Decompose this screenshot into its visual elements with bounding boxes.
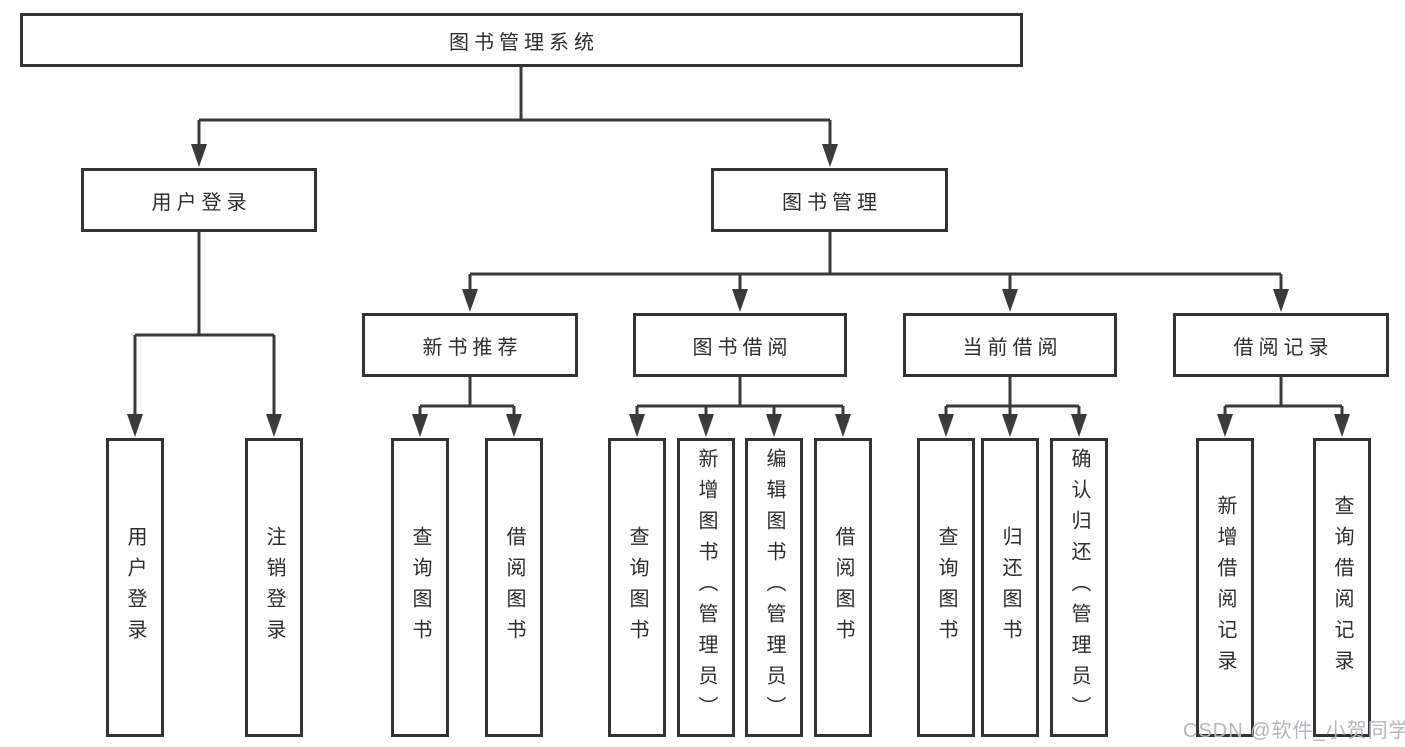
leaf-edit-book-admin: 编辑图书（管理员） xyxy=(745,438,803,737)
connector-user-login-split xyxy=(133,232,276,416)
leaf-label: 用户登录 xyxy=(124,525,146,650)
leaf-label: 借阅图书 xyxy=(503,525,525,650)
leaf-logout: 注销登录 xyxy=(245,438,303,737)
connector-borrow-record-split xyxy=(1223,377,1344,416)
leaf-label: 编辑图书（管理员） xyxy=(763,448,785,727)
node-label: 用户登录 xyxy=(151,191,252,214)
leaf-label: 归还图书 xyxy=(999,525,1021,650)
leaf-add-book-admin: 新增图书（管理员） xyxy=(677,438,735,737)
leaf-query-books-borrow: 查询图书 xyxy=(608,438,666,737)
watermark: CSDN @软件_小贺同学 xyxy=(1183,720,1405,742)
leaf-borrow-books-recommend: 借阅图书 xyxy=(485,438,543,737)
leaf-label: 新增图书（管理员） xyxy=(695,448,717,727)
node-new-book-recommend: 新书推荐 xyxy=(362,313,578,377)
node-label: 图书借阅 xyxy=(692,336,793,359)
leaf-label: 查询图书 xyxy=(409,525,431,650)
leaf-add-borrow-record: 新增借阅记录 xyxy=(1196,438,1254,737)
node-label: 图书管理 xyxy=(782,191,882,214)
node-root-system: 图书管理系统 xyxy=(20,13,1023,67)
arrow-down-icons xyxy=(127,144,1350,437)
leaf-label: 新增借阅记录 xyxy=(1214,494,1236,681)
connector-new-book-split xyxy=(418,377,516,416)
leaf-borrow-books: 借阅图书 xyxy=(814,438,872,737)
leaf-label: 查询图书 xyxy=(626,525,648,650)
connector-lines xyxy=(133,67,1344,416)
leaf-label: 借阅图书 xyxy=(832,525,854,650)
leaf-label: 确认归还（管理员） xyxy=(1068,448,1090,727)
node-label: 新书推荐 xyxy=(422,336,523,359)
connector-root xyxy=(197,67,832,146)
node-borrow-records: 借阅记录 xyxy=(1173,313,1389,377)
leaf-label: 查询图书 xyxy=(935,525,957,650)
node-book-borrow: 图书借阅 xyxy=(633,313,847,377)
node-label: 借阅记录 xyxy=(1233,336,1334,359)
connector-book-borrow-split xyxy=(635,377,845,416)
leaf-label: 查询借阅记录 xyxy=(1331,494,1353,681)
leaf-query-books-current: 查询图书 xyxy=(917,438,975,737)
leaf-confirm-return-admin: 确认归还（管理员） xyxy=(1050,438,1108,737)
leaf-query-borrow-record: 查询借阅记录 xyxy=(1313,438,1371,737)
node-label: 图书管理系统 xyxy=(449,31,599,54)
leaf-user-login: 用户登录 xyxy=(106,438,164,737)
node-current-borrow: 当前借阅 xyxy=(903,313,1117,377)
connector-book-management-split xyxy=(468,232,1283,292)
connector-current-borrow-split xyxy=(944,377,1081,416)
node-user-login: 用户登录 xyxy=(81,168,317,232)
leaf-return-book: 归还图书 xyxy=(981,438,1039,737)
leaf-label: 注销登录 xyxy=(263,525,285,650)
leaf-query-books-recommend: 查询图书 xyxy=(391,438,449,737)
node-book-management: 图书管理 xyxy=(711,168,948,232)
node-label: 当前借阅 xyxy=(962,336,1063,359)
